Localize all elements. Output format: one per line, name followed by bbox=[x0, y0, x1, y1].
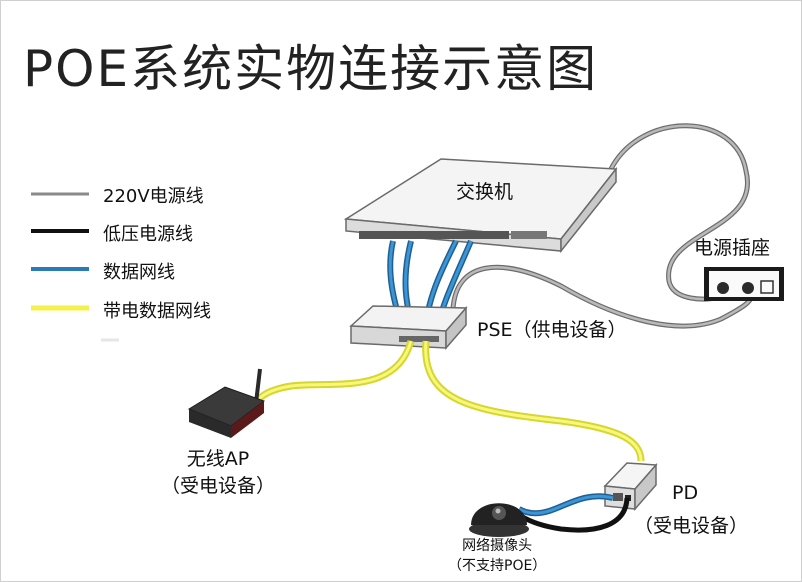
legend-label-poe-data: 带电数据网线 bbox=[103, 301, 211, 322]
network-camera-device bbox=[469, 503, 529, 537]
ap-label-line2: （受电设备） bbox=[161, 475, 276, 497]
switch-ports bbox=[359, 231, 547, 239]
pse-device bbox=[349, 305, 468, 351]
pd-label-line1: PD bbox=[672, 482, 699, 504]
pd-device bbox=[603, 462, 658, 511]
cable-poe-pd-hl bbox=[424, 340, 643, 462]
cable-pse-power-inner bbox=[451, 266, 753, 328]
switch-label: 交换机 bbox=[456, 181, 514, 203]
pse-label: PSE（供电设备） bbox=[477, 319, 627, 341]
cable-poe-ap bbox=[249, 339, 415, 411]
ap-label: 无线AP （受电设备） bbox=[161, 444, 275, 498]
wireless-ap-device bbox=[187, 368, 266, 438]
cable-camera-data-hl bbox=[518, 494, 614, 515]
camera-label-line1: 网络摄像头 bbox=[462, 538, 533, 554]
camera-label: 网络摄像头 （不支持POE） bbox=[448, 535, 546, 575]
legend-label-low-voltage: 低压电源线 bbox=[103, 224, 193, 245]
diagram-title: POE系统实物连接示意图 bbox=[23, 40, 599, 98]
switch-device bbox=[343, 158, 618, 254]
power-strip-device bbox=[704, 267, 784, 301]
cable-camera-power bbox=[519, 497, 630, 533]
cable-switch-power-inner bbox=[609, 124, 749, 301]
ap-label-line1: 无线AP bbox=[186, 448, 250, 470]
camera-label-line2: （不支持POE） bbox=[448, 558, 547, 574]
legend-label-data: 数据网线 bbox=[103, 262, 175, 283]
legend-label-220v: 220V电源线 bbox=[103, 186, 204, 207]
pd-label-line2: （受电设备） bbox=[634, 515, 749, 537]
power-strip-label: 电源插座 bbox=[694, 237, 771, 259]
